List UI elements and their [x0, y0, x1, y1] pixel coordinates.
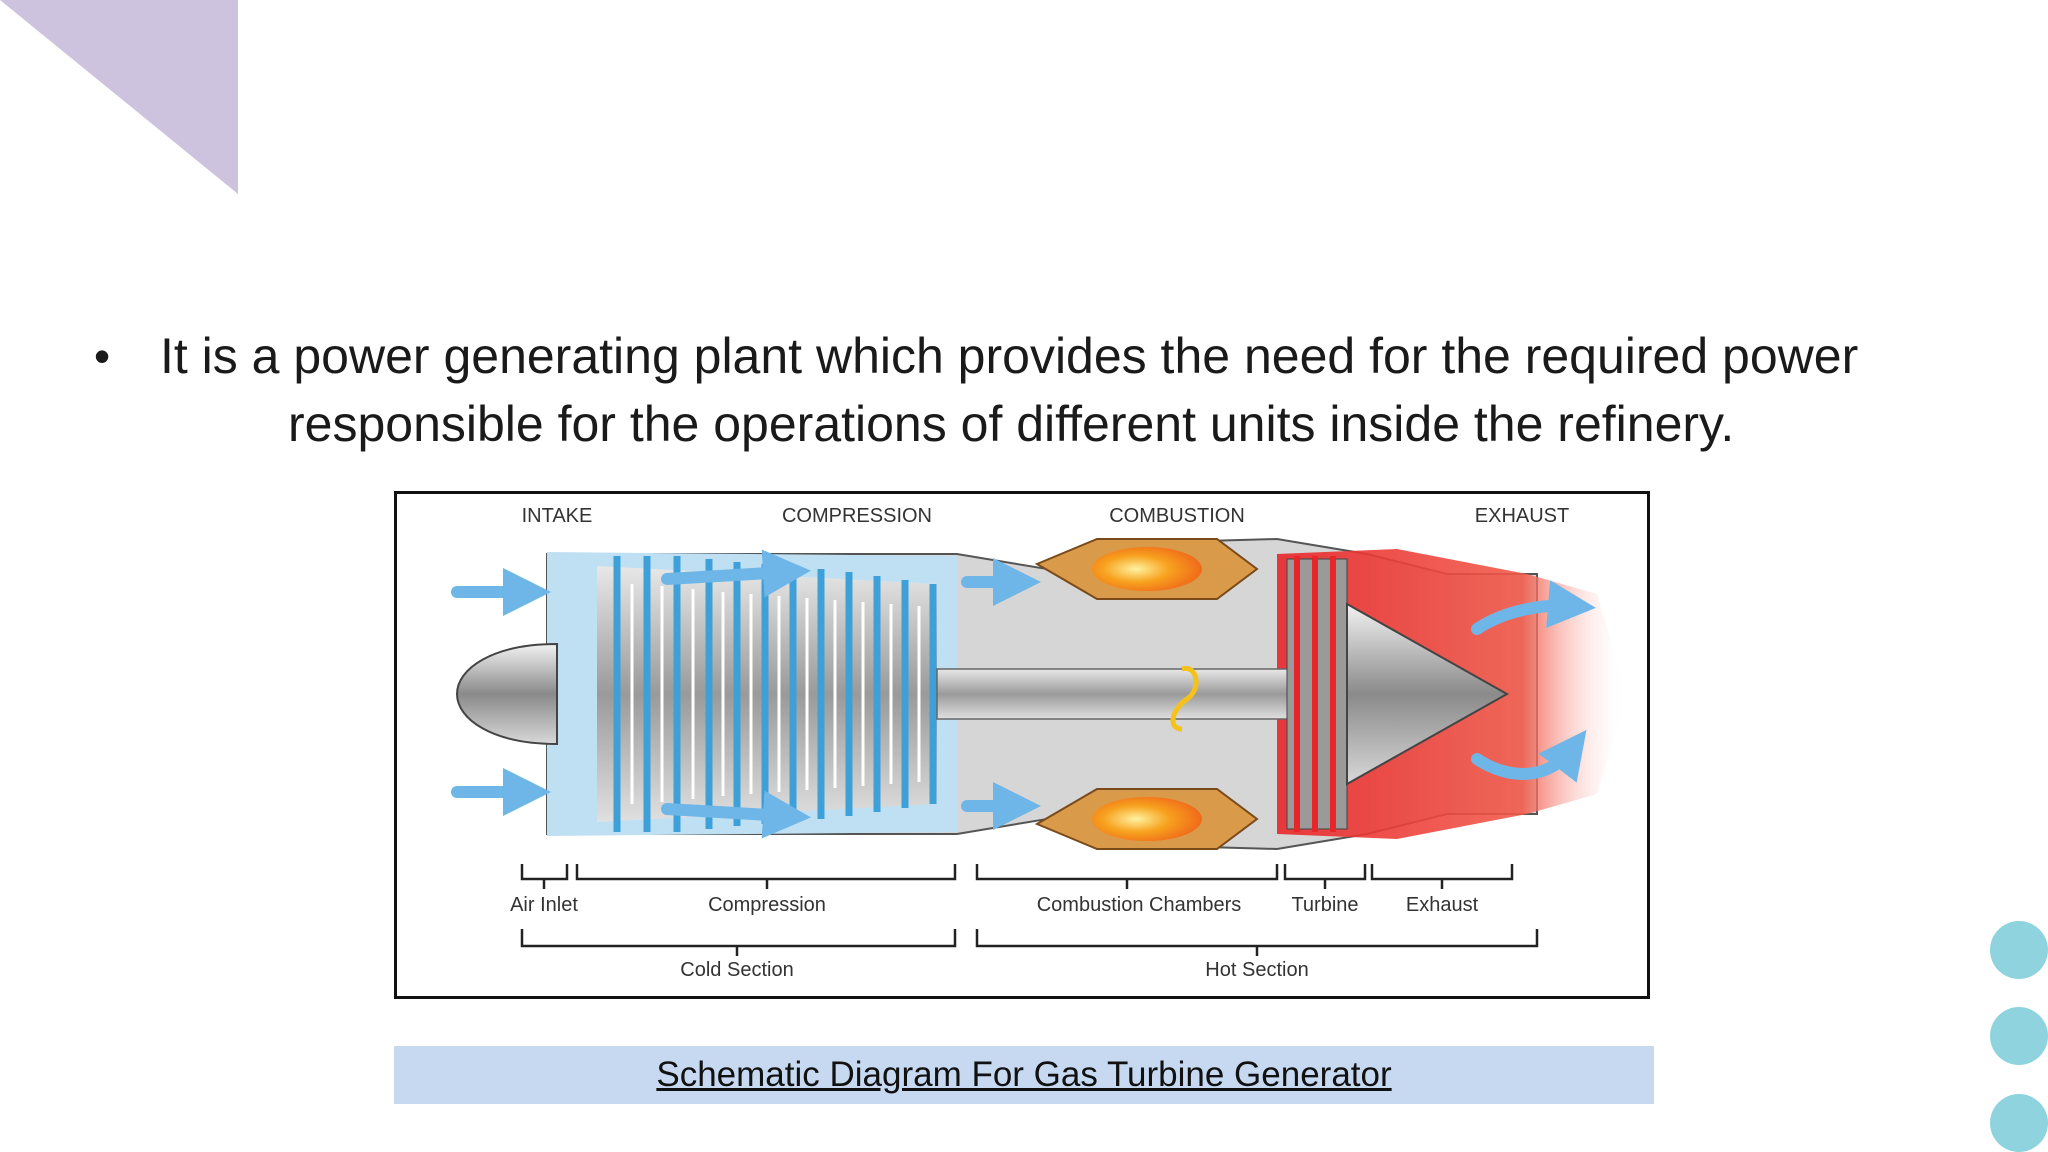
part-label-turbine: Turbine — [1291, 894, 1358, 916]
decorative-dots — [1988, 0, 2048, 1152]
diagram-caption: Schematic Diagram For Gas Turbine Genera… — [394, 1046, 1654, 1104]
bullet-glyph: • — [94, 330, 111, 382]
stage-label-intake: INTAKE — [522, 505, 593, 527]
tail-cone — [1346, 602, 1510, 786]
airflow-arrows — [451, 549, 1596, 839]
airflow-arrow-icon — [1471, 729, 1587, 783]
rotation-arrow-icon — [1170, 665, 1199, 732]
bullet-text-line-2: responsible for the operations of differ… — [288, 396, 1735, 452]
stage-label-compression: COMPRESSION — [782, 505, 932, 527]
part-brackets — [520, 864, 1539, 956]
turbine-stages — [1286, 556, 1348, 832]
airflow-arrow-icon — [1471, 580, 1596, 635]
section-label-hot: Hot Section — [1205, 959, 1308, 981]
bullet-paragraph: • It is a power generating plant which p… — [90, 322, 1990, 458]
bullet-line-2: responsible for the operations of differ… — [90, 390, 1990, 458]
bullet-text-line-1: It is a power generating plant which pro… — [160, 328, 1859, 384]
compressor-section — [547, 552, 957, 836]
part-label-exhaust: Exhaust — [1406, 894, 1479, 916]
section-label-cold: Cold Section — [680, 959, 793, 981]
stage-label-combustion: COMBUSTION — [1109, 505, 1245, 527]
combustion-chamber-bottom — [1034, 788, 1259, 850]
gas-turbine-schematic: INTAKE COMPRESSION COMBUSTION EXHAUST — [451, 505, 1627, 981]
nose-cone — [455, 642, 558, 746]
airflow-arrow-icon — [661, 549, 811, 598]
decorative-dot-icon — [1990, 921, 2048, 979]
diagram-caption-text: Schematic Diagram For Gas Turbine Genera… — [656, 1055, 1392, 1094]
stage-label-exhaust: EXHAUST — [1475, 505, 1569, 527]
part-label-air-inlet: Air Inlet — [510, 894, 578, 916]
decorative-triangle-icon — [0, 0, 238, 194]
decorative-dot-icon — [1990, 1094, 2048, 1152]
gas-turbine-diagram: INTAKE COMPRESSION COMBUSTION EXHAUST — [394, 491, 1650, 999]
airflow-arrow-icon — [661, 790, 811, 839]
part-label-combustion-chambers: Combustion Chambers — [1037, 894, 1242, 916]
decorative-dot-icon — [1990, 1007, 2048, 1065]
combustion-chamber-top — [1034, 538, 1259, 600]
part-label-compression: Compression — [708, 894, 826, 916]
bullet-line-1: • It is a power generating plant which p… — [90, 322, 1990, 390]
